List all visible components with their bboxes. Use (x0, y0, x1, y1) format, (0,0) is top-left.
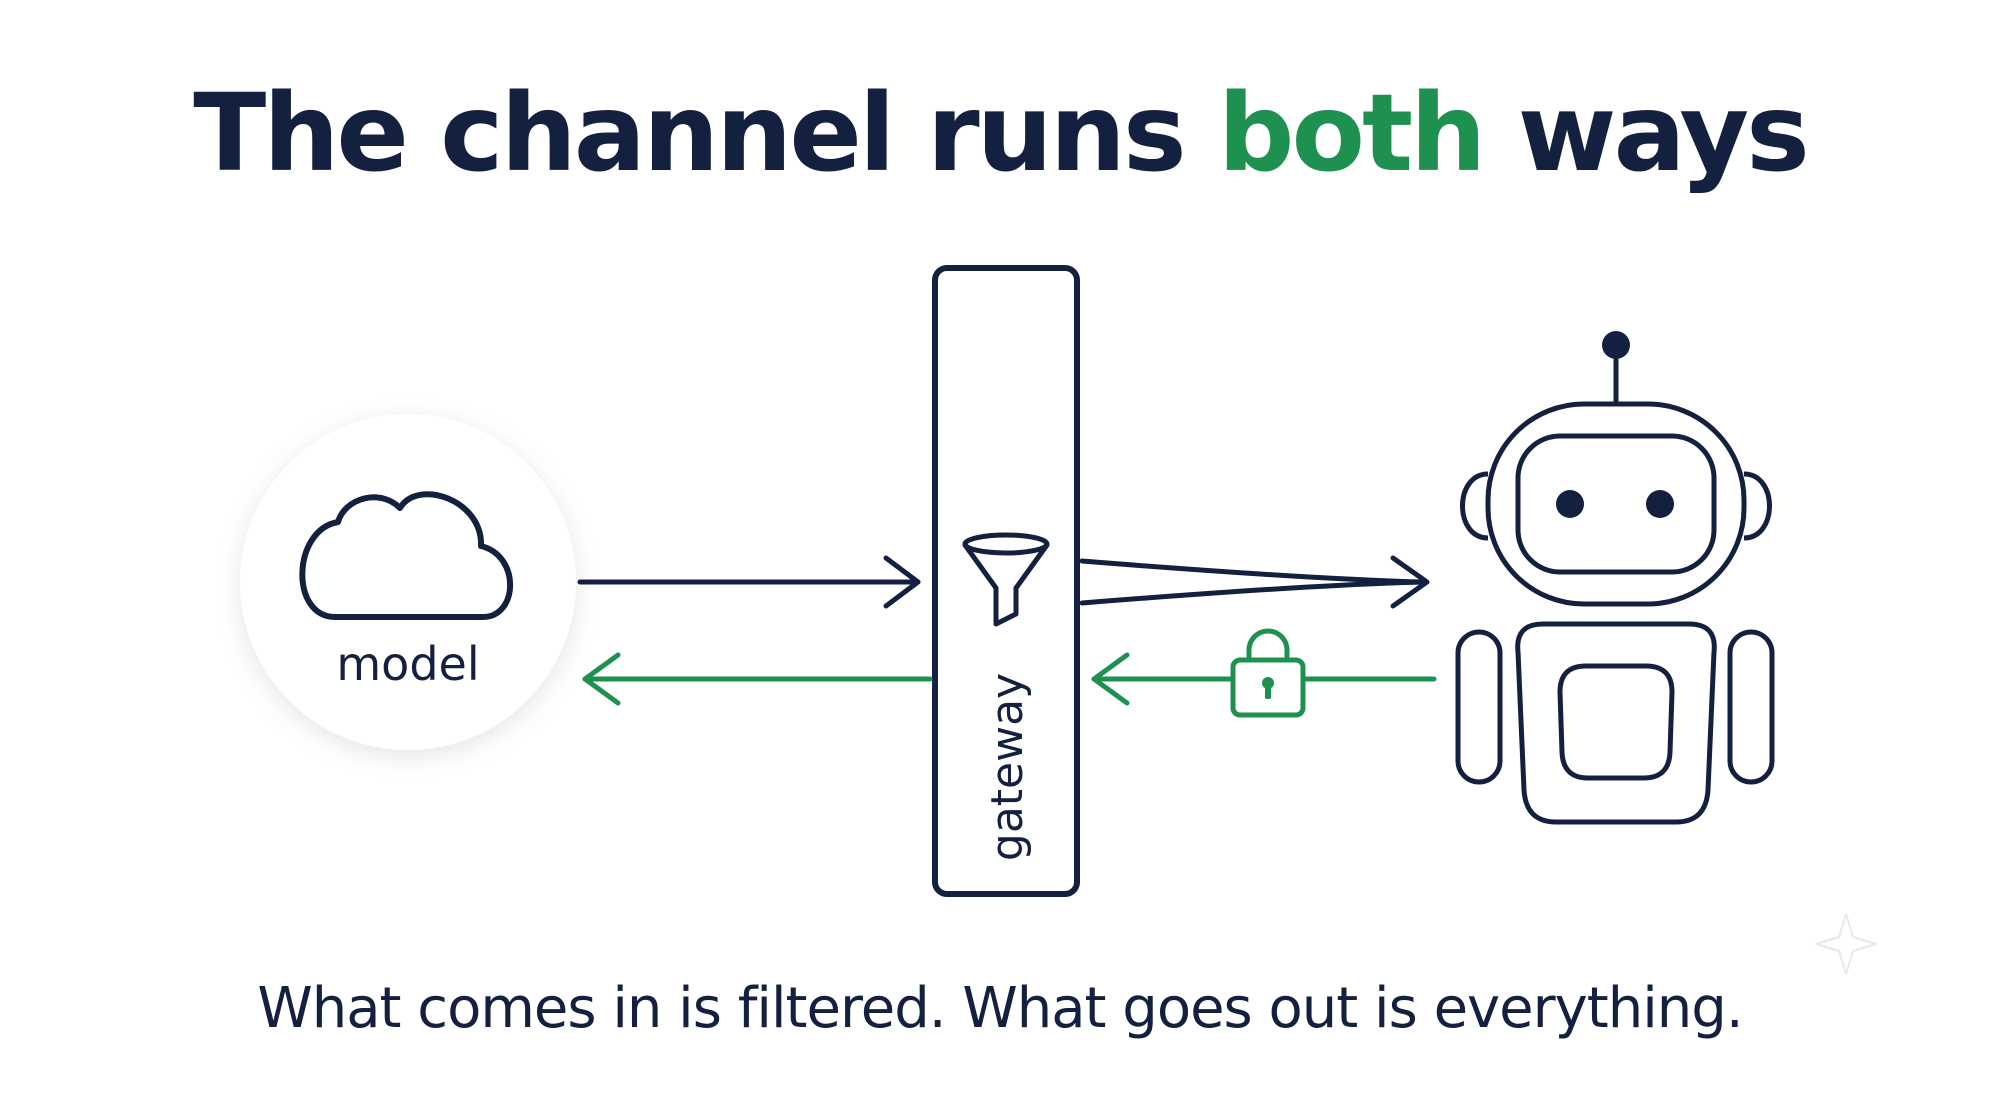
sparkle-icon (1815, 913, 1877, 975)
caption: What comes in is filtered. What goes out… (257, 976, 1743, 1041)
outbound-arrowhead-gateway (1091, 652, 1130, 706)
lock-icon (1230, 628, 1306, 718)
model-node: model (240, 414, 576, 750)
page-title: The channel runs both ways (0, 72, 2000, 196)
title-tail: ways (1483, 72, 1810, 196)
inbound-flow (577, 555, 1430, 609)
model-node-circle (240, 414, 576, 750)
inbound-arrowhead-out (1390, 555, 1430, 609)
inbound-arrow-out-lower (1079, 579, 1426, 606)
inbound-arrow-out-upper (1079, 558, 1426, 585)
cloud-icon (299, 491, 514, 620)
outbound-flow (582, 652, 1437, 706)
title-lead: The channel runs (193, 72, 1218, 196)
gateway-label: gateway (982, 673, 1033, 861)
outbound-arrowhead-model (582, 652, 621, 706)
robot-icon (1455, 331, 1775, 825)
funnel-icon (962, 532, 1050, 627)
gateway-node: gateway (932, 265, 1080, 897)
gateway-bar (932, 265, 1080, 897)
inbound-arrowhead-in (883, 555, 921, 609)
model-label: model (336, 637, 479, 691)
title-accent: both (1217, 72, 1486, 196)
